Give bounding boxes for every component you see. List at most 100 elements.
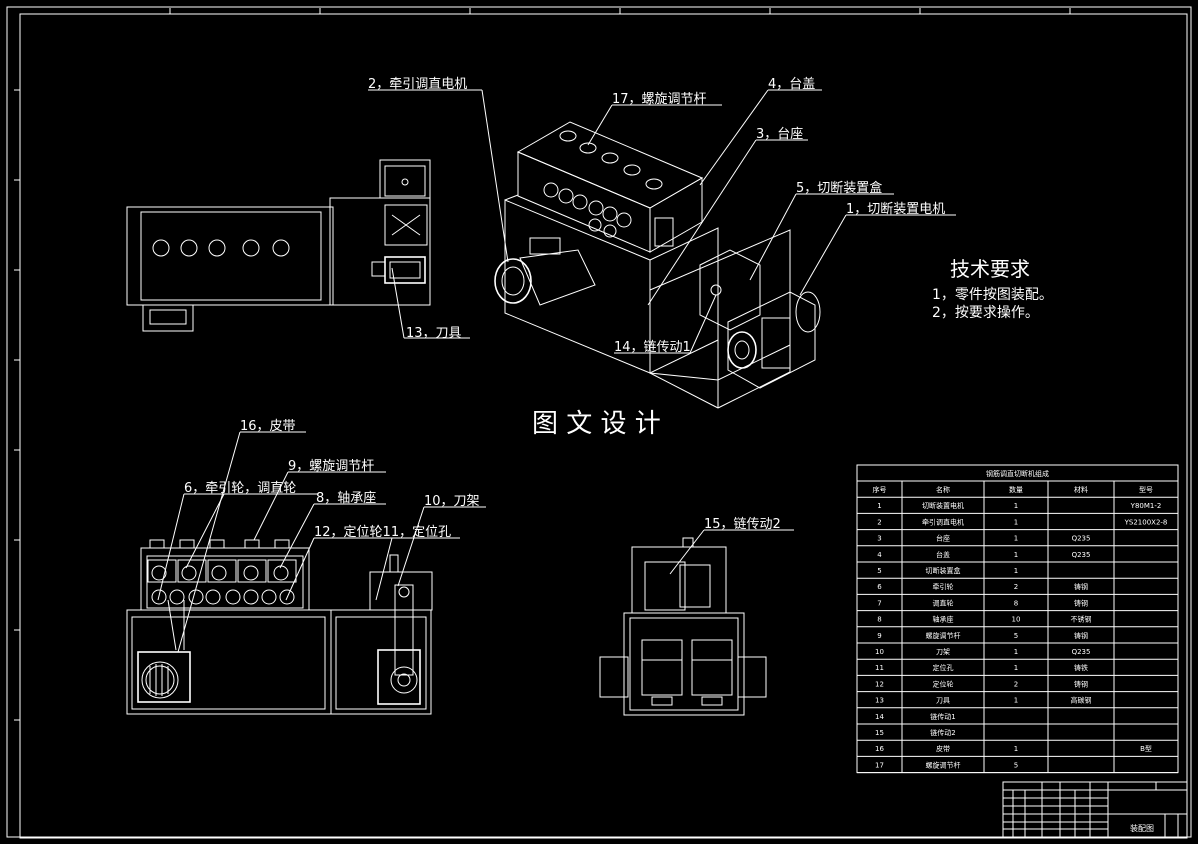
isometric-view (494, 121, 821, 409)
table-cell: 6 (877, 583, 882, 591)
table-cell: 5 (877, 567, 881, 575)
table-cell: YS2100X2-8 (1124, 518, 1168, 526)
table-cell: 定位孔 (933, 663, 954, 672)
table-cell: 链传动1 (930, 712, 955, 721)
table-cell: 铸钢 (1074, 582, 1088, 591)
label-positioning: 12，定位轮11，定位孔 (314, 525, 451, 540)
table-cell: 链传动2 (930, 728, 955, 737)
side-view (599, 537, 767, 716)
table-cell: 15 (875, 729, 884, 737)
table-cell: 刀架 (936, 648, 950, 656)
table-cell: 14 (875, 713, 884, 721)
label-cutting-box: 5，切断装置盒 (796, 180, 882, 196)
table-cell: 不锈钢 (1071, 615, 1092, 624)
table-cell: 1 (1014, 502, 1018, 510)
label-bearing-seat: 8，轴承座 (316, 491, 376, 506)
table-cell: 1 (1014, 551, 1018, 559)
table-cell: 12 (875, 680, 884, 688)
table-cell: 铸铁 (1074, 663, 1088, 672)
label-tool-holder: 10，刀架 (424, 494, 480, 509)
table-cell: 铸钢 (1074, 679, 1088, 688)
table-cell: 皮带 (936, 744, 950, 753)
table-cell: 切断装置电机 (922, 501, 964, 510)
table-title: 钢筋调直切断机组成 (986, 469, 1049, 478)
table-cell: B型 (1140, 744, 1152, 753)
center-title: 图 文 设 计 (532, 409, 661, 439)
label-table-cover: 4，台盖 (768, 77, 815, 92)
label-spiral-rod-17: 17，螺旋调节杆 (612, 92, 707, 107)
table-cell: 1 (1014, 567, 1018, 575)
label-traction-wheels: 6，牵引轮，调直轮 (184, 481, 296, 496)
table-cell: 10 (1012, 616, 1021, 624)
table-cell: 高碳钢 (1071, 696, 1092, 705)
table-cell: Y80M1-2 (1130, 502, 1162, 510)
table-cell: 刀具 (936, 697, 950, 705)
leader-lines (157, 89, 956, 653)
table-cell: 8 (877, 616, 881, 624)
table-cell: 螺旋调节杆 (926, 631, 961, 640)
table-cell: 13 (875, 697, 884, 705)
table-cell: 1 (1014, 697, 1018, 705)
table-cell: 2 (1014, 680, 1018, 688)
table-cell: 切断装置盒 (926, 566, 961, 575)
part-labels: 2，牵引调直电机 17，螺旋调节杆 4，台盖 3，台座 5，切断装置盒 1，切断… (184, 77, 945, 540)
table-cell: 11 (875, 664, 884, 672)
title-block: 装配图 (1002, 781, 1188, 838)
title-block-name: 装配图 (1130, 823, 1154, 833)
label-belt: 16，皮带 (240, 419, 296, 434)
table-cell: 1 (1014, 745, 1018, 753)
label-chain-drive-2: 15，链传动2 (704, 517, 781, 532)
frame-ticks (14, 8, 1071, 721)
table-header-cell: 材料 (1074, 485, 1088, 494)
table-cell: 1 (1014, 518, 1018, 526)
label-cutter: 13，刀具 (406, 326, 462, 341)
outer-frame (6, 6, 1192, 838)
tech-heading: 技术要求 (950, 257, 1030, 281)
top-view (126, 159, 431, 332)
table-cell: 调直轮 (933, 598, 954, 607)
table-cell: 轴承座 (933, 615, 954, 624)
table-header-cell: 型号 (1139, 485, 1153, 494)
table-header-cell: 名称 (936, 485, 950, 494)
table-cell: 铸钢 (1074, 598, 1088, 607)
tech-requirements: 技术要求 1，零件按图装配。 2，按要求操作。 (932, 257, 1053, 321)
table-cell: 铸钢 (1074, 631, 1088, 640)
table-cell: 9 (877, 632, 881, 640)
table-cell: 1 (877, 502, 881, 510)
table-cell: 牵引调直电机 (922, 517, 964, 526)
table-cell: 台座 (936, 534, 950, 543)
label-spiral-rod-9: 9，螺旋调节杆 (288, 459, 374, 474)
label-table-base: 3，台座 (756, 127, 803, 142)
table-cell: Q235 (1072, 551, 1091, 559)
table-cell: 4 (877, 551, 882, 559)
table-cell: 3 (877, 535, 881, 543)
table-cell: Q235 (1072, 535, 1091, 543)
table-cell: 2 (1014, 583, 1018, 591)
table-cell: 2 (877, 518, 881, 526)
table-cell: 1 (1014, 664, 1018, 672)
label-chain-drive-1: 14，链传动1 (614, 340, 691, 355)
table-cell: 17 (875, 761, 884, 769)
table-header-cell: 序号 (873, 485, 887, 494)
table-cell: 5 (1014, 632, 1018, 640)
table-cell: 牵引轮 (933, 582, 954, 591)
inner-frame (19, 13, 1188, 839)
table-cell: 10 (875, 648, 884, 656)
table-cell: 16 (875, 745, 884, 753)
table-cell: 5 (1014, 761, 1018, 769)
label-cutting-motor: 1，切断装置电机 (846, 202, 945, 217)
tech-item-2: 2，按要求操作。 (932, 305, 1039, 321)
table-cell: 定位轮 (933, 679, 954, 688)
table-cell: Q235 (1072, 648, 1091, 656)
table-cell: 螺旋调节杆 (926, 760, 961, 769)
table-cell: 台盖 (936, 550, 950, 559)
table-cell: 8 (1014, 599, 1018, 607)
table-cell: 1 (1014, 648, 1018, 656)
table-cell: 1 (1014, 535, 1018, 543)
tech-item-1: 1，零件按图装配。 (932, 287, 1053, 303)
table-cell: 7 (877, 599, 881, 607)
label-traction-motor: 2，牵引调直电机 (368, 77, 467, 92)
table-header-cell: 数量 (1009, 485, 1023, 494)
